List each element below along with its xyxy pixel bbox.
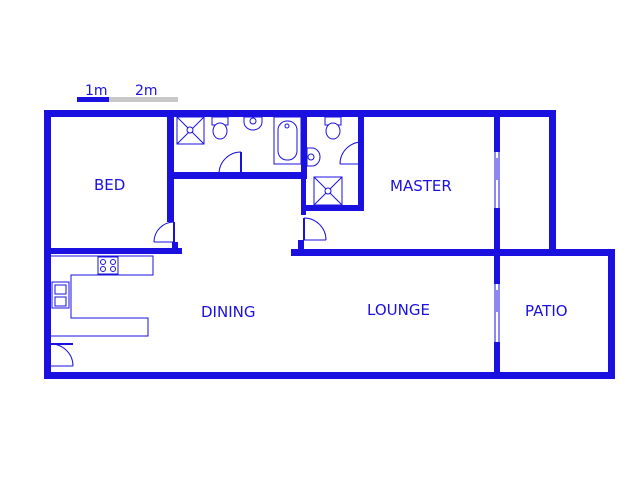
wall-top (44, 110, 556, 117)
shower-icon (313, 176, 343, 206)
door-entrance (50, 343, 74, 367)
toilet-icon (211, 116, 229, 140)
wall-master-bottom (291, 249, 557, 256)
scale-segment-1m (77, 97, 109, 102)
wall-bed-bottom (44, 248, 182, 254)
wall-bottom (44, 372, 614, 379)
wall-bed-right-lower (172, 242, 178, 254)
basin-icon (306, 147, 321, 167)
room-label-lounge: LOUNGE (367, 301, 430, 319)
scale-label-1m: 1m (85, 83, 108, 99)
doors (50, 141, 363, 367)
wall-closet-lower (494, 208, 500, 256)
scale-label-2m: 2m (135, 83, 158, 99)
door-bathroom-2 (339, 141, 363, 165)
door-master (303, 217, 327, 241)
wall-closet-upper (494, 110, 500, 152)
wall-bath1-right (301, 110, 307, 179)
wall-patio-right (608, 249, 615, 379)
wall-bed-right-upper (167, 110, 174, 222)
toilet-icon (324, 116, 342, 140)
shower-icon (176, 116, 205, 145)
bathtub-icon (273, 116, 302, 165)
room-label-dining: DINING (201, 303, 255, 321)
exterior-walls (44, 110, 615, 379)
room-label-bed: BED (94, 176, 125, 194)
room-labels: BED MASTER DINING LOUNGE PATIO (94, 176, 568, 321)
bathroom-2-fixtures (306, 116, 343, 206)
wall-master-left-stub (298, 240, 304, 256)
kitchen (51, 255, 154, 337)
wall-right-master (549, 110, 556, 255)
scale-segment-2m (109, 97, 178, 102)
wall-bath2-left (301, 170, 306, 215)
room-label-patio: PATIO (525, 302, 568, 320)
basin-icon (243, 116, 263, 131)
wall-left (44, 110, 51, 378)
sliding-doors (494, 152, 500, 342)
bathroom-1-fixtures (176, 116, 302, 165)
scale-bar: 1m 2m (77, 83, 178, 102)
sink-icon (51, 281, 70, 309)
wall-bath2-bottom (301, 205, 364, 211)
wall-lounge-patio-lower (494, 342, 500, 379)
door-bathroom-1 (218, 151, 242, 175)
door-bed (153, 221, 175, 243)
stove-icon (97, 256, 119, 275)
wall-bath1-bottom (172, 172, 305, 179)
room-label-master: MASTER (390, 177, 452, 195)
kitchen-counter (51, 255, 154, 337)
wall-lounge-patio-upper (494, 249, 500, 284)
